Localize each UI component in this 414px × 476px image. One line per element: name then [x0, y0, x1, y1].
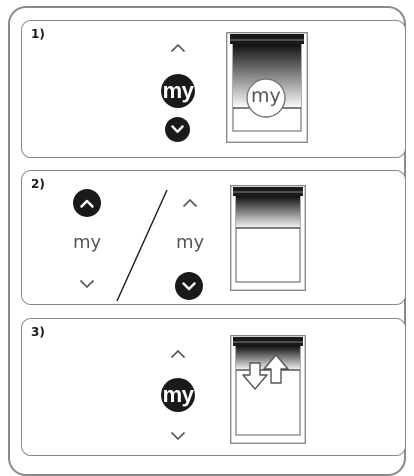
step-2-label: 2)	[31, 177, 45, 191]
up-button	[73, 189, 101, 217]
down-button	[175, 272, 203, 300]
chevron-up-icon	[80, 199, 94, 208]
chevron-down-icon	[171, 125, 184, 134]
step-1-panel: 1) my my	[21, 20, 406, 158]
my-label-right: my	[176, 232, 205, 253]
chevron-down-icon	[170, 431, 186, 441]
chevron-up-icon	[182, 198, 198, 208]
my-button: my	[161, 378, 195, 412]
down-arrow-icon	[242, 362, 268, 390]
chevron-up-icon	[170, 43, 186, 53]
step-3-label: 3)	[31, 325, 45, 339]
window-blind-icon	[230, 335, 306, 444]
chevron-down-icon	[182, 281, 196, 290]
my-button-label: my	[162, 382, 194, 407]
or-divider	[114, 189, 170, 303]
my-button: my	[161, 74, 195, 108]
step-1-label: 1)	[31, 27, 45, 41]
step-2-panel: 2) my my	[21, 170, 406, 305]
step-3-panel: 3) my	[21, 318, 406, 456]
down-button	[165, 117, 190, 142]
up-arrow-icon	[263, 354, 289, 384]
chevron-down-icon	[79, 279, 95, 289]
window-blind-icon: my	[226, 32, 308, 143]
chevron-up-icon	[170, 349, 186, 359]
window-blind-icon	[230, 185, 306, 291]
my-button-label: my	[162, 78, 194, 103]
blind-my-badge: my	[251, 85, 281, 107]
my-label-left: my	[73, 232, 102, 253]
